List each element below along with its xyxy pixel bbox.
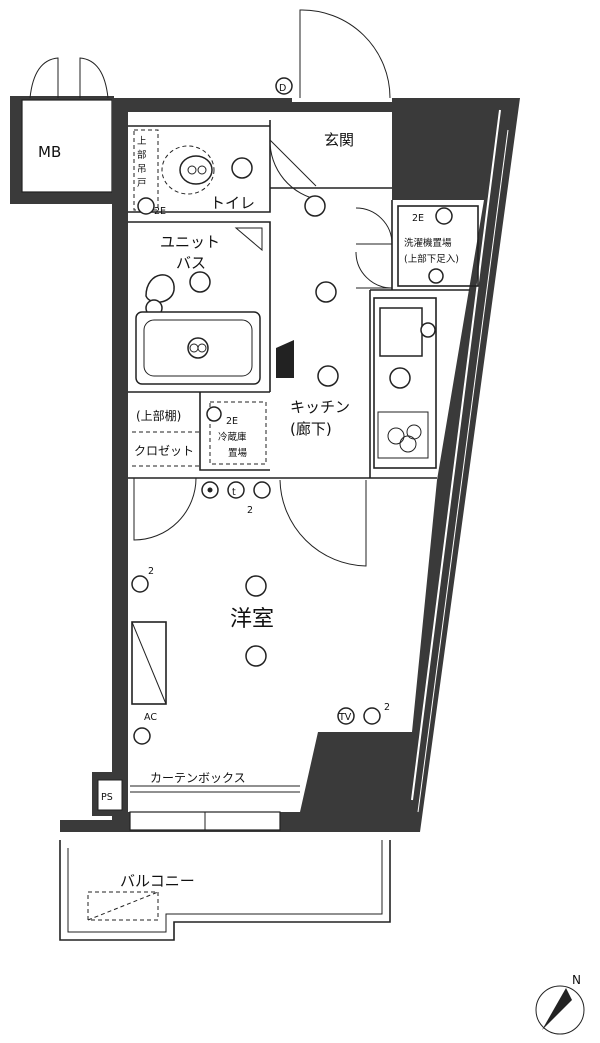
entrance-label: 玄関 — [324, 131, 354, 149]
washer-label: 洗濯機置場 — [404, 237, 452, 249]
washer-place: 2E 洗濯機置場 (上部下足入) — [397, 205, 479, 287]
compass-icon: N — [535, 973, 585, 1035]
shoe-cabinet-doors — [355, 207, 393, 289]
closet-area: (上部棚) クロゼット — [132, 408, 200, 467]
toilet-shelf-2: 部 — [137, 149, 147, 161]
compass-n: N — [572, 973, 581, 987]
toilet-2e: 2E — [154, 206, 166, 217]
cabinet — [131, 621, 167, 705]
kitchen-label-2: (廊下) — [290, 420, 332, 438]
balcony: バルコニー — [59, 840, 391, 941]
mb-closet: MB — [10, 57, 114, 204]
kitchen-corridor: キッチン (廊下) — [290, 281, 350, 438]
ps-label: PS — [101, 792, 113, 803]
kitchen-counter — [373, 297, 437, 469]
entrance-area: 玄関 — [304, 131, 393, 289]
fridge-place: 2E 冷蔵庫 置場 — [206, 401, 267, 465]
entrance-door: D — [275, 9, 392, 102]
kitchen-label-1: キッチン — [290, 398, 350, 416]
western-room: 2 洋室 AC TV 2 カーテンボックス — [129, 566, 390, 831]
outlet-count-b: 2 — [148, 566, 154, 577]
sink — [379, 307, 423, 357]
tv-label: TV — [338, 712, 352, 723]
toilet-shelf-1: 上 — [137, 136, 147, 147]
closet-label: クロゼット — [134, 444, 194, 458]
mb-label: MB — [38, 143, 61, 161]
outlet-count-c: 2 — [384, 702, 390, 713]
ac-label: AC — [144, 712, 157, 723]
toilet-shelf-4: 戸 — [137, 178, 147, 189]
washer-2e: 2E — [412, 213, 424, 224]
toilet-label: トイレ — [210, 194, 255, 212]
partitions — [128, 120, 470, 479]
stove — [377, 411, 429, 459]
fridge-label-2: 置場 — [228, 447, 248, 459]
washer-sub: (上部下足入) — [404, 253, 459, 265]
unit-bath-label-1: ユニット — [160, 233, 220, 251]
outlets-row: t 2 — [201, 481, 271, 516]
unit-bath: ユニット バス — [135, 227, 294, 385]
closet-upper-label: (上部棚) — [136, 408, 181, 423]
outlet-t: t — [232, 487, 236, 498]
outlet-count-a: 2 — [247, 505, 253, 516]
toilet-room: 上 部 吊 戸 2E トイレ — [133, 129, 321, 217]
fridge-2e: 2E — [226, 416, 238, 427]
unit-bath-label-2: バス — [176, 254, 206, 272]
fridge-label-1: 冷蔵庫 — [218, 431, 247, 443]
balcony-label: バルコニー — [120, 872, 195, 890]
d-mark: D — [279, 83, 286, 94]
western-room-label: 洋室 — [230, 607, 274, 632]
curtain-box-label: カーテンボックス — [150, 771, 246, 785]
room-doors — [133, 477, 367, 567]
outer-walls: PS — [60, 96, 520, 832]
toilet-shelf-3: 吊 — [137, 164, 147, 175]
